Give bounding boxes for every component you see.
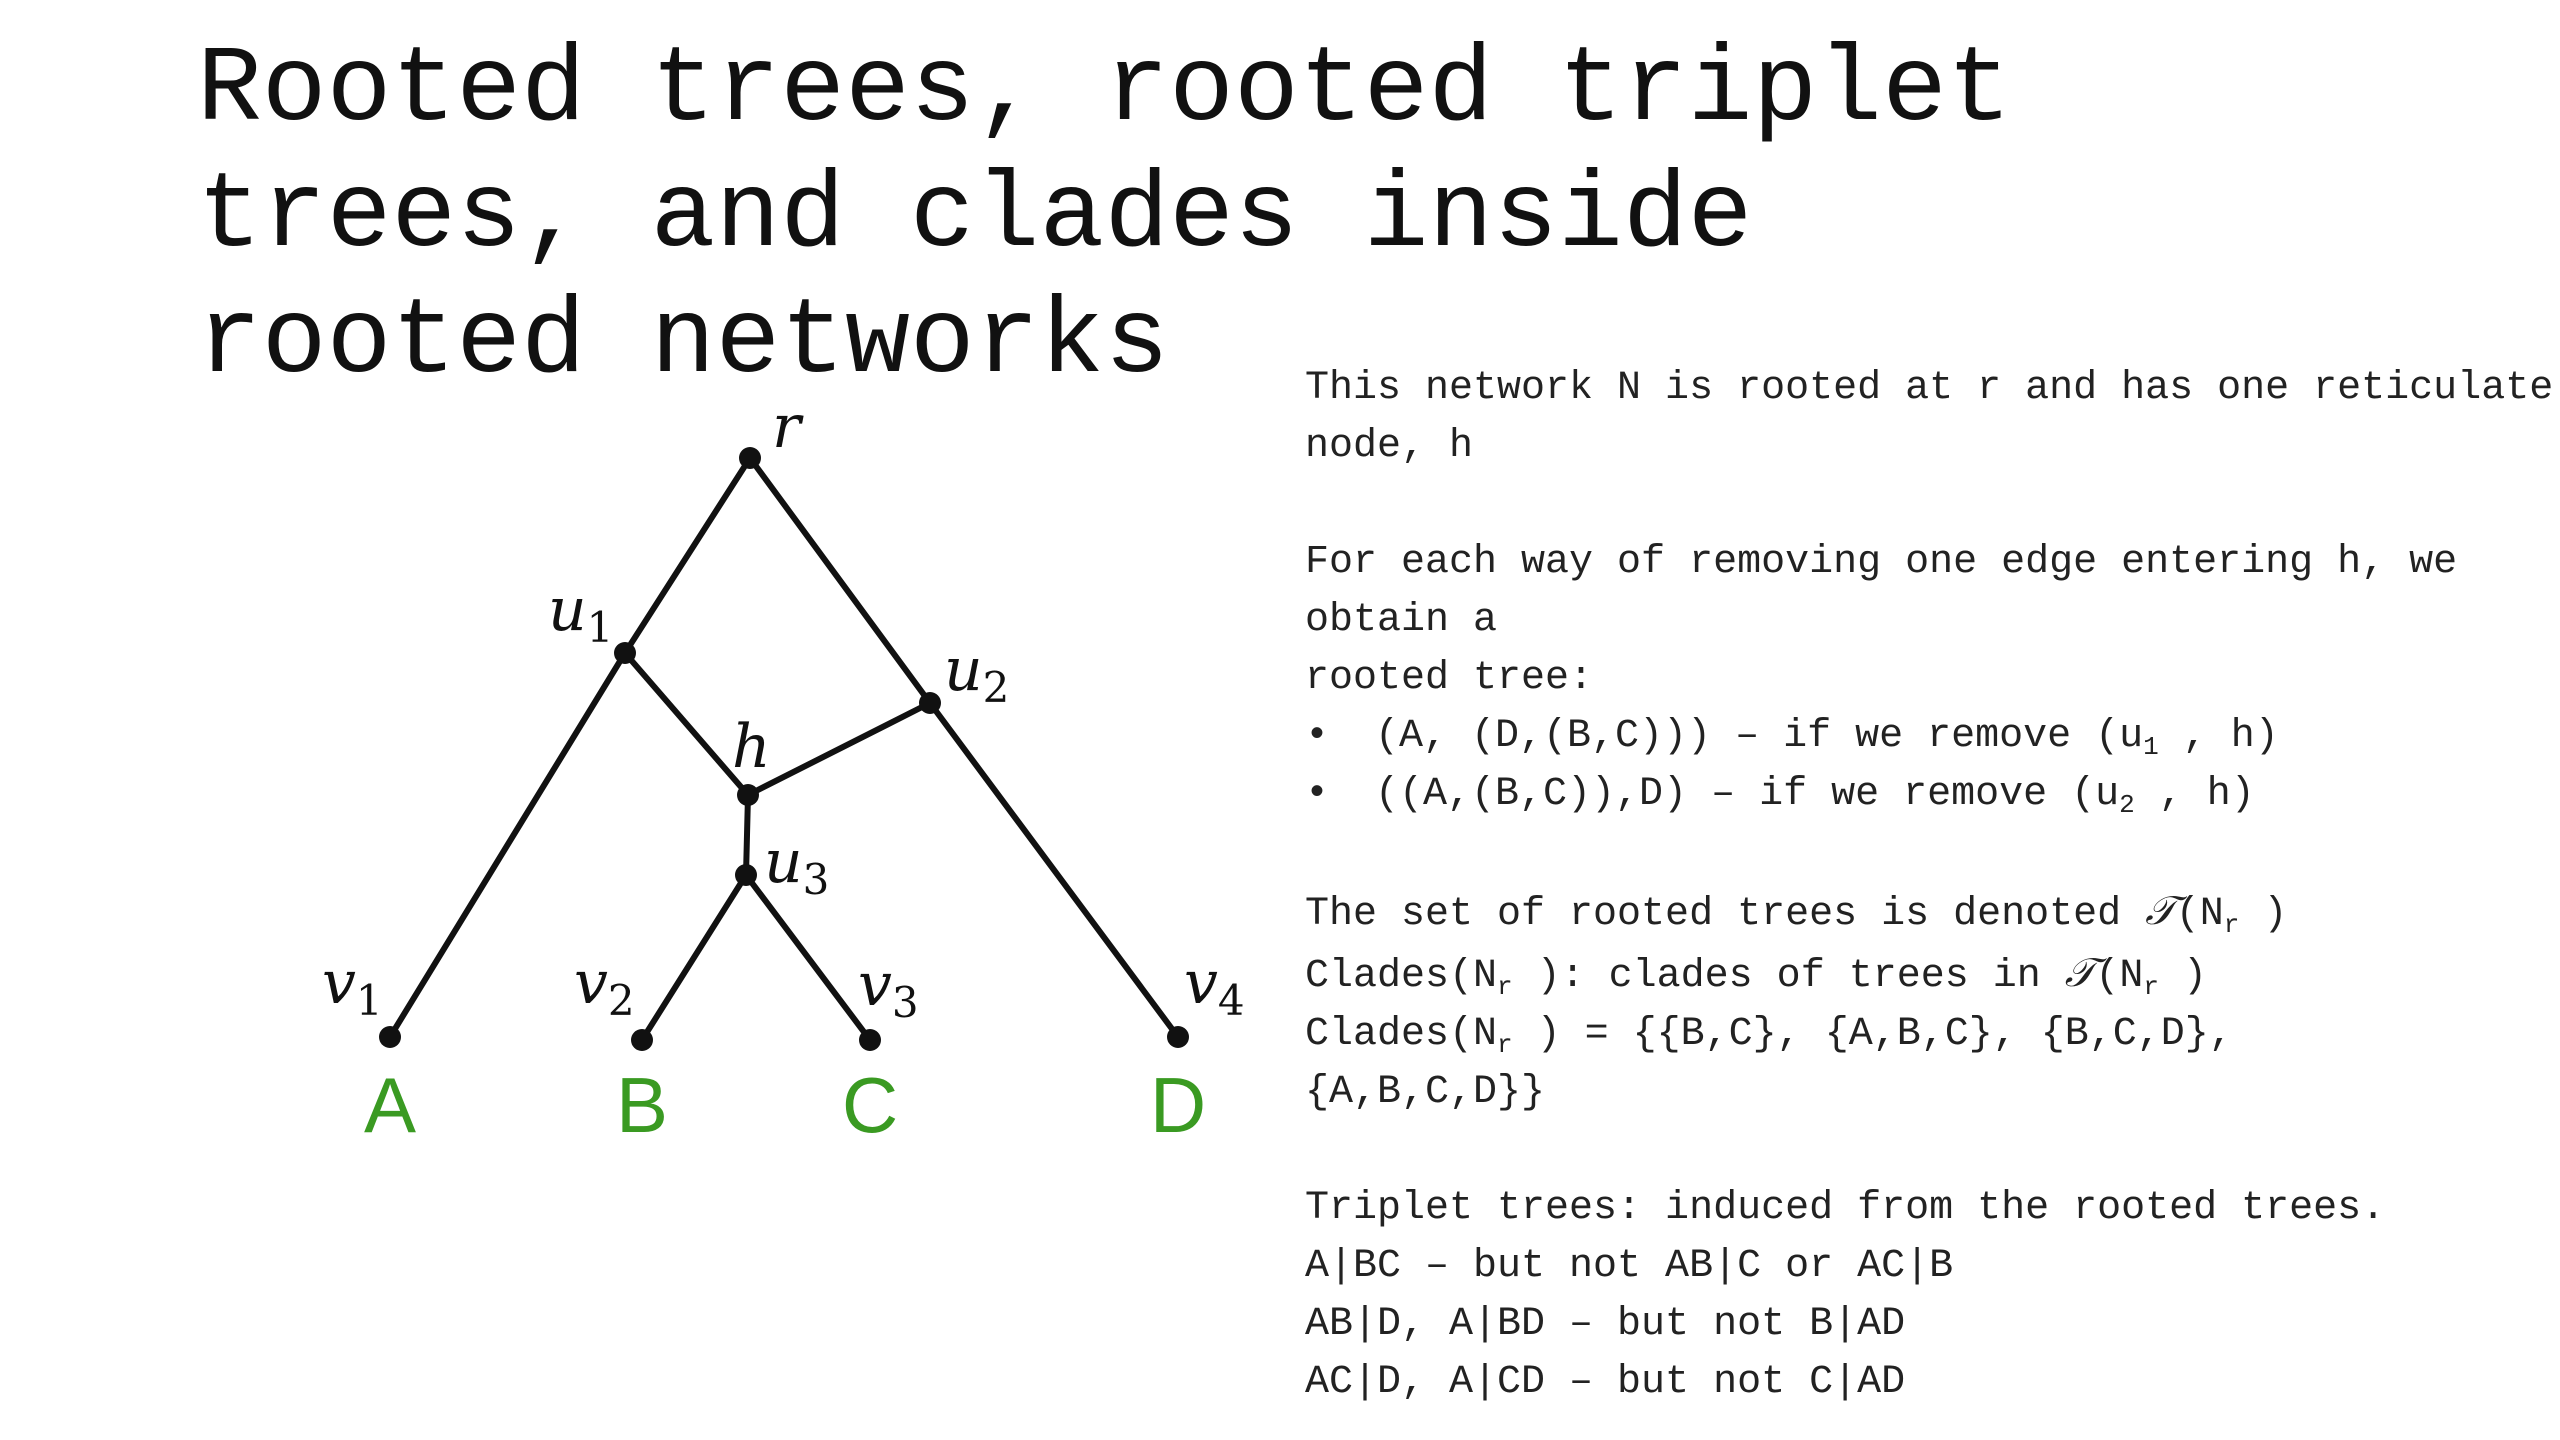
node-v4 <box>1167 1026 1189 1048</box>
edge-r-u2 <box>747 455 933 706</box>
label-h: h <box>732 712 771 782</box>
intro-paragraph: This network N is rooted at r and has on… <box>1305 366 2554 469</box>
slide-title: Rooted trees, rooted triplet trees, and … <box>197 28 2012 406</box>
removal-intro-line-2: rooted tree: <box>1305 656 1594 701</box>
label-v1: v1 <box>322 948 383 1025</box>
label-u1: u1 <box>548 575 613 652</box>
clades-definition-line: Clades(Nr ): clades of trees in 𝒯(Nr ) <box>1305 950 2208 1002</box>
bullet-dot: • <box>1305 772 1330 817</box>
edge-h-u3 <box>743 792 751 878</box>
node-u3 <box>735 864 757 886</box>
triplet-line: AB|D, A|BD – but not B|AD <box>1305 1302 1906 1347</box>
explanation-text: This network N is rooted at r and has on… <box>1305 360 2555 1412</box>
node-u2 <box>919 692 941 714</box>
title-line-3: rooted networks <box>197 282 1170 404</box>
edge-u3-v3 <box>743 872 873 1043</box>
triplet-line: AC|D, A|CD – but not C|AD <box>1305 1360 1906 1405</box>
bullet-item: • (A, (D,(B,C))) – if we remove (u1 , h) <box>1305 708 2555 766</box>
edge-u2-h <box>745 700 933 798</box>
label-v3: v3 <box>858 950 919 1027</box>
label-r: r <box>772 392 804 462</box>
label-u2: u2 <box>944 635 1009 712</box>
node-u1 <box>614 642 636 664</box>
label-u3: u3 <box>764 827 829 904</box>
leaf-label-a: A <box>364 1061 416 1149</box>
node-v2 <box>631 1029 653 1051</box>
leaf-label-c: C <box>842 1061 898 1149</box>
tree-set-line: The set of rooted trees is denoted 𝒯(Nr … <box>1305 888 2288 940</box>
node-h <box>737 784 759 806</box>
clades-value-line-2: {A,B,C,D}} <box>1305 1070 1546 1115</box>
label-v4: v4 <box>1184 948 1245 1025</box>
title-line-2: trees, and clades inside <box>197 156 1753 278</box>
bullet-dot: • <box>1305 714 1330 759</box>
triplet-intro: Triplet trees: induced from the rooted t… <box>1305 1186 2386 1231</box>
triplet-line: A|BC – but not AB|C or AC|B <box>1305 1244 1954 1289</box>
node-r <box>739 447 761 469</box>
edge-u1-v1 <box>387 650 628 1040</box>
node-v3 <box>859 1029 881 1051</box>
node-v1 <box>379 1026 401 1048</box>
bullet-text: (A, (D,(B,C))) – if we remove (u1 , h) <box>1375 714 2279 762</box>
leaf-label-b: B <box>616 1061 668 1149</box>
title-line-1: Rooted trees, rooted triplet <box>197 30 2012 152</box>
network-diagram: r u1 u2 h u3 v1 v2 v3 v4 A B C D <box>322 392 1245 1149</box>
leaf-label-d: D <box>1150 1061 1206 1149</box>
bullet-item: • ((A,(B,C)),D) – if we remove (u2 , h) <box>1305 766 2555 824</box>
edge-u3-v2 <box>639 872 749 1043</box>
edge-u1-h <box>622 650 751 798</box>
label-v2: v2 <box>574 948 635 1025</box>
bullet-text: ((A,(B,C)),D) – if we remove (u2 , h) <box>1375 772 2255 820</box>
edge-u2-v4 <box>927 700 1181 1040</box>
clades-value-line: Clades(Nr ) = {{B,C}, {A,B,C}, {B,C,D}, <box>1305 1012 2233 1060</box>
edge-r-u1 <box>622 455 753 656</box>
removal-intro-line-1: For each way of removing one edge enteri… <box>1305 540 2482 643</box>
